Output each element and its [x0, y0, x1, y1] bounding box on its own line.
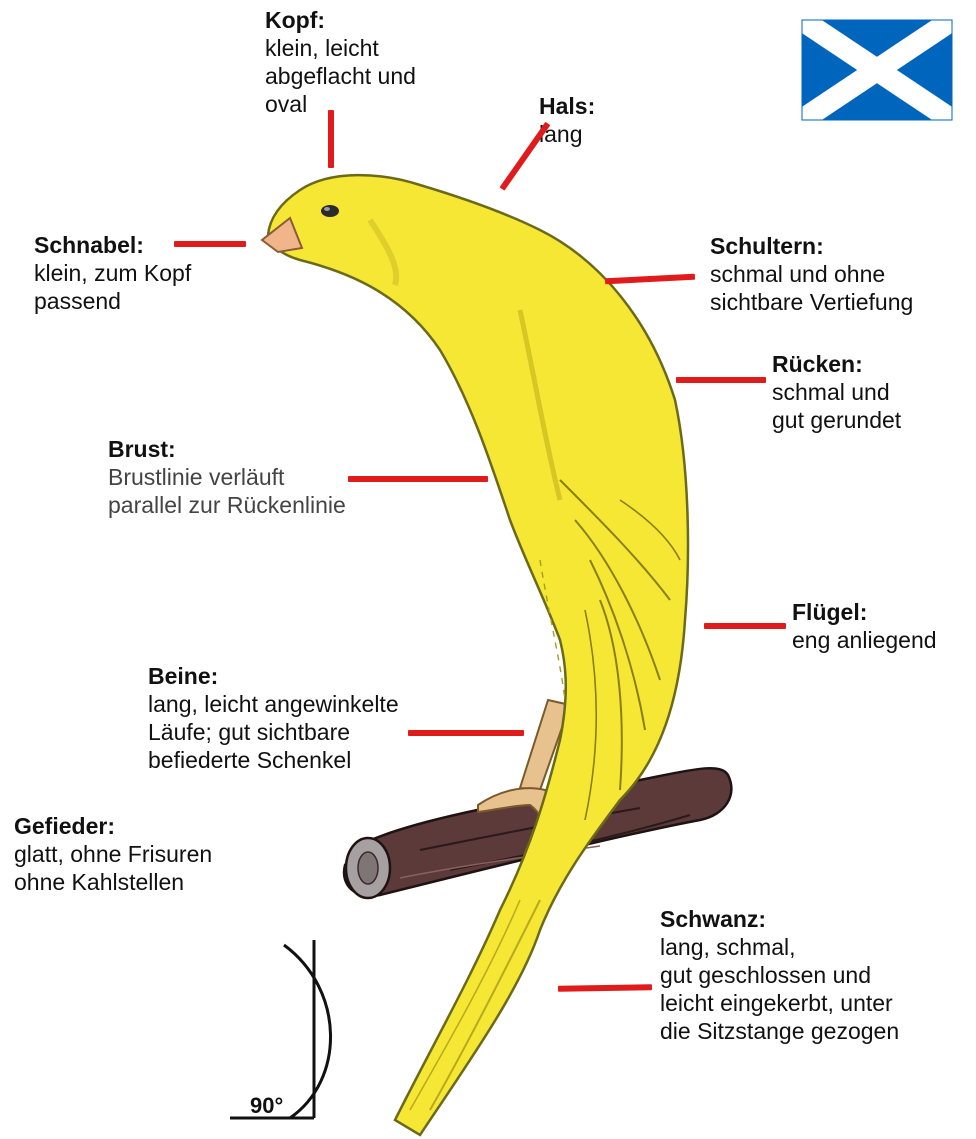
label-schwanz: Schwanz: lang, schmal, gut geschlossen u…	[660, 905, 899, 1045]
label-ruecken: Rücken: schmal und gut gerundet	[772, 350, 901, 434]
leader-line-schnabel	[174, 241, 246, 247]
label-hals: Hals: lang	[539, 92, 595, 148]
label-schnabel-title: Schnabel:	[34, 231, 191, 259]
label-ruecken-title: Rücken:	[772, 350, 901, 378]
label-schultern-title: Schultern:	[710, 232, 913, 260]
label-fluegel: Flügel: eng anliegend	[792, 598, 937, 654]
label-brust-desc: Brustlinie verläuft parallel zur Rückenl…	[108, 463, 346, 519]
label-kopf: Kopf: klein, leicht abgeflacht und oval	[265, 6, 416, 118]
label-kopf-desc: klein, leicht abgeflacht und oval	[265, 34, 416, 118]
label-beine: Beine: lang, leicht angewinkelte Läufe; …	[148, 662, 399, 774]
canary-bird-illustration	[262, 175, 688, 1135]
label-fluegel-desc: eng anliegend	[792, 626, 937, 654]
leader-line-beine	[408, 730, 524, 736]
scotland-flag-icon	[802, 20, 952, 120]
label-fluegel-title: Flügel:	[792, 598, 937, 626]
leader-line-ruecken	[676, 377, 766, 383]
label-schwanz-desc: lang, schmal, gut geschlossen und leicht…	[660, 933, 899, 1045]
label-kopf-title: Kopf:	[265, 6, 416, 34]
label-schnabel: Schnabel: klein, zum Kopf passend	[34, 231, 191, 315]
angle-label: 90°	[250, 1092, 283, 1120]
label-brust-title: Brust:	[108, 435, 346, 463]
label-beine-title: Beine:	[148, 662, 399, 690]
label-beine-desc: lang, leicht angewinkelte Läufe; gut sic…	[148, 690, 399, 774]
label-schultern: Schultern: schmal und ohne sichtbare Ver…	[710, 232, 913, 316]
label-gefieder-desc: glatt, ohne Frisuren ohne Kahlstellen	[14, 840, 212, 896]
label-brust: Brust: Brustlinie verläuft parallel zur …	[108, 435, 346, 519]
label-ruecken-desc: schmal und gut gerundet	[772, 378, 901, 434]
leader-line-fluegel	[704, 623, 786, 629]
leader-line-kopf	[328, 110, 334, 168]
label-schwanz-title: Schwanz:	[660, 905, 899, 933]
label-schnabel-desc: klein, zum Kopf passend	[34, 259, 191, 315]
label-gefieder-title: Gefieder:	[14, 812, 212, 840]
label-hals-title: Hals:	[539, 92, 595, 120]
label-gefieder: Gefieder: glatt, ohne Frisuren ohne Kahl…	[14, 812, 212, 896]
label-schultern-desc: schmal und ohne sichtbare Vertiefung	[710, 260, 913, 316]
leader-line-brust	[348, 476, 488, 482]
